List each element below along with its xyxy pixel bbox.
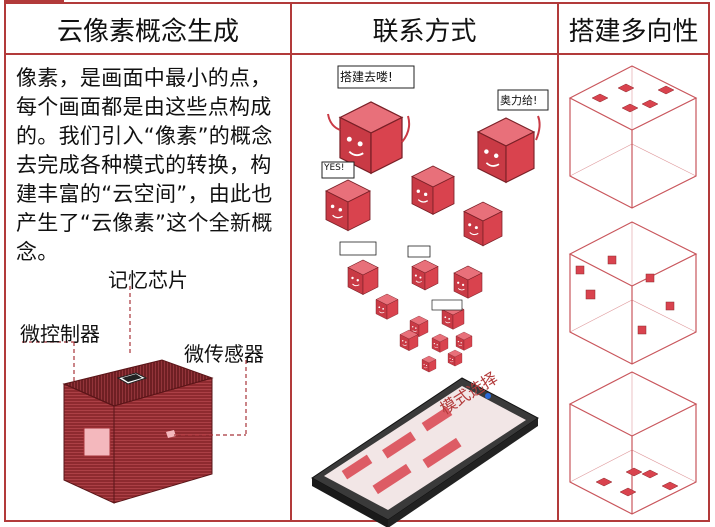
cube-character bbox=[447, 349, 463, 367]
cube-character bbox=[463, 201, 503, 247]
memory-chip-label: 记忆芯片 bbox=[108, 268, 188, 292]
concept-description: 像素，是画面中最小的点，每个画面都是由这些点构成的。我们引入“像素”的概念去完成… bbox=[16, 66, 273, 264]
header-contact-method: 联系方式 bbox=[372, 16, 477, 47]
cube-character bbox=[453, 265, 483, 299]
header-divider bbox=[4, 53, 710, 55]
cube-character bbox=[325, 179, 371, 232]
outer-frame bbox=[4, 2, 710, 522]
multidirection-cubes bbox=[568, 65, 698, 515]
contact-illustration bbox=[311, 65, 549, 527]
bubble-olig: 奥力给! bbox=[500, 94, 538, 107]
header-cloud-pixel-concept: 云像素概念生成 bbox=[56, 16, 239, 47]
cube-character bbox=[421, 355, 437, 373]
cube-character bbox=[411, 165, 455, 215]
smartphone bbox=[311, 377, 539, 527]
column-divider-2 bbox=[557, 2, 559, 522]
cube-character bbox=[431, 333, 449, 353]
top-accent-bar bbox=[4, 0, 64, 3]
cloud-pixel-cube-diagram bbox=[22, 286, 247, 504]
cube-character bbox=[477, 117, 535, 184]
micro-sensor-label: 微传感器 bbox=[184, 342, 264, 366]
microcontroller-label: 微控制器 bbox=[20, 322, 100, 346]
cube-character bbox=[455, 331, 473, 351]
cube-character bbox=[399, 329, 419, 351]
header-build-multidirection: 搭建多向性 bbox=[568, 16, 699, 47]
cube-character bbox=[411, 259, 439, 291]
cube-character bbox=[375, 293, 399, 320]
bubble-yes: YES! bbox=[324, 163, 345, 173]
bubble-build-go: 搭建去喽! bbox=[340, 70, 393, 84]
column-divider-1 bbox=[290, 2, 292, 522]
cube-character bbox=[347, 259, 379, 295]
